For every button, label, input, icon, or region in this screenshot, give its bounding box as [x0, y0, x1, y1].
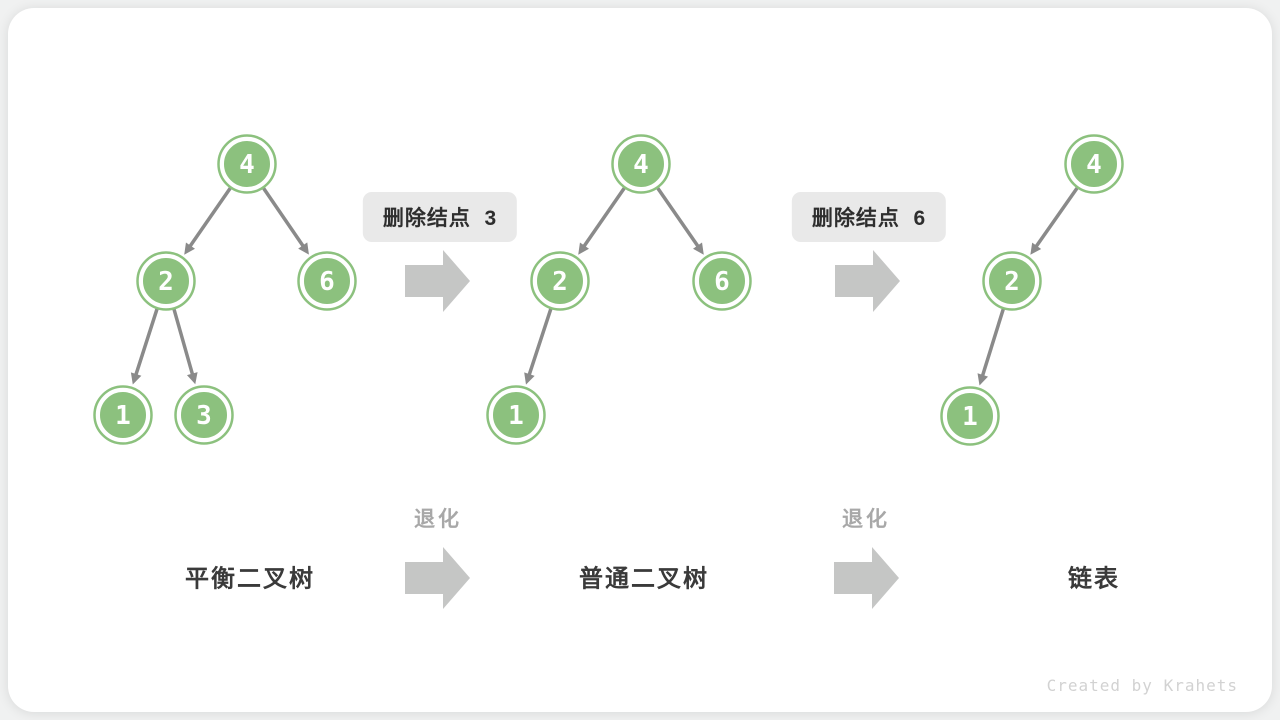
node-outer-ring	[692, 251, 752, 311]
tree-node: 4	[611, 134, 671, 194]
node-outer-ring	[174, 385, 234, 445]
node-value: 3	[196, 401, 212, 431]
node-value: 1	[508, 401, 524, 431]
node-circle	[140, 255, 192, 307]
tree-edge-arrowhead-icon	[693, 242, 704, 255]
tree-edge-arrowhead-icon	[1030, 242, 1042, 255]
node-outer-ring	[136, 251, 196, 311]
node-outer-ring	[297, 251, 357, 311]
tree-node: 1	[486, 385, 546, 445]
node-value: 4	[239, 150, 255, 180]
node-circle	[301, 255, 353, 307]
tree-node: 3	[174, 385, 234, 445]
block-arrow-right-icon	[834, 547, 899, 609]
node-circle	[221, 138, 273, 190]
degrade-label-2: 退化	[842, 508, 890, 531]
node-circle	[944, 390, 996, 442]
node-value: 2	[1004, 267, 1020, 297]
node-value: 6	[319, 267, 335, 297]
tree-edge-arrowhead-icon	[977, 373, 989, 386]
tree-node: 1	[940, 386, 1000, 446]
node-outer-ring	[982, 251, 1042, 311]
node-circle	[178, 389, 230, 441]
node-circle	[615, 138, 667, 190]
canvas-card	[8, 8, 1272, 712]
tree-edge-arrowhead-icon	[578, 242, 589, 255]
node-value: 2	[552, 267, 568, 297]
caption-ordinary-binary-tree: 普通二叉树	[579, 565, 709, 593]
tree-edge	[1034, 185, 1080, 249]
node-circle	[986, 255, 1038, 307]
tree-node: 6	[297, 251, 357, 311]
node-value: 1	[962, 402, 978, 432]
tree-edge	[261, 186, 306, 249]
node-outer-ring	[1064, 134, 1124, 194]
node-outer-ring	[940, 386, 1000, 446]
watermark-credit: Created by Krahets	[1046, 676, 1238, 695]
caption-linked-list: 链表	[1068, 565, 1120, 593]
tree-edge	[133, 307, 160, 377]
block-arrow-right-icon	[405, 250, 470, 312]
caption-balanced-binary-tree: 平衡二叉树	[185, 565, 315, 593]
node-circle	[696, 255, 748, 307]
node-circle	[97, 389, 149, 441]
tree-edge	[187, 186, 233, 249]
node-outer-ring	[530, 251, 590, 311]
degrade-label-1: 退化	[414, 508, 462, 531]
tree-edge	[171, 307, 195, 377]
step-label-delete-node-3: 删除结点 3	[362, 192, 518, 242]
node-circle	[1068, 138, 1120, 190]
node-value: 6	[714, 267, 730, 297]
node-value: 1	[115, 401, 131, 431]
tree-node: 4	[217, 134, 277, 194]
block-arrow-right-icon	[835, 250, 900, 312]
node-circle	[534, 255, 586, 307]
tree-node: 1	[93, 385, 153, 445]
tree-node: 2	[530, 251, 590, 311]
tree-node: 6	[692, 251, 752, 311]
tree-edge-arrowhead-icon	[524, 372, 535, 385]
tree-edge-arrowhead-icon	[130, 372, 142, 385]
tree-edge	[581, 186, 627, 249]
node-circle	[490, 389, 542, 441]
tree-node: 2	[982, 251, 1042, 311]
node-outer-ring	[486, 385, 546, 445]
node-value: 2	[158, 267, 174, 297]
tree-edge-arrowhead-icon	[184, 242, 195, 255]
node-value: 4	[1086, 150, 1102, 180]
tree-edge-arrowhead-icon	[186, 372, 198, 385]
tree-node: 2	[136, 251, 196, 311]
tree-edge-arrowhead-icon	[298, 242, 309, 255]
tree-edge	[655, 186, 701, 249]
node-outer-ring	[611, 134, 671, 194]
tree-edge	[980, 307, 1006, 378]
step-label-delete-node-6: 删除结点 6	[791, 192, 947, 242]
node-outer-ring	[93, 385, 153, 445]
node-outer-ring	[217, 134, 277, 194]
node-value: 4	[633, 150, 649, 180]
tree-edge	[527, 307, 553, 377]
block-arrow-right-icon	[405, 547, 470, 609]
tree-node: 4	[1064, 134, 1124, 194]
